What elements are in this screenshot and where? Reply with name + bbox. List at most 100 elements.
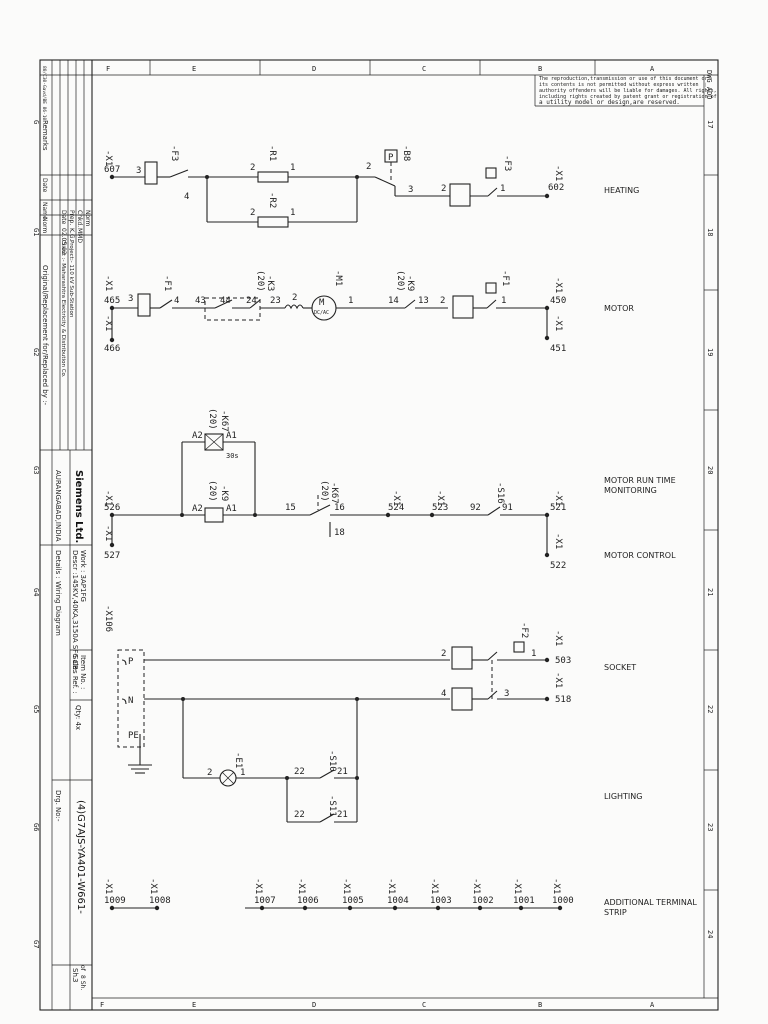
chkd-value: MMD [76,228,83,243]
section-label-motor-control: MOTOR CONTROL [604,551,676,560]
col-marker: F [100,1001,104,1009]
terminal-number: 450 [550,296,566,306]
strip-terminal-number: 1008 [149,896,171,906]
strip-terminal [518,905,524,911]
terminal-label: -X1 [553,277,563,293]
component-label: -X106 [103,605,113,632]
pin-label: A1 [226,431,237,441]
col-marker: F [106,65,110,73]
terminal-number: 522 [550,561,566,571]
terminal [544,193,550,199]
k3-auxiliary-box [204,297,261,321]
row-marker: 23 [706,823,714,831]
component-label: -R1 [267,145,277,161]
pin-label: 4 [174,296,179,306]
company-city: AURANGABAD,INDIA [54,470,62,542]
strip-terminal-label: -X1 [296,878,306,894]
strip-terminal-number: 1000 [552,896,574,906]
strip-terminal [109,905,115,911]
strip-terminal [435,905,441,911]
strip-terminal-number: 1007 [254,896,276,906]
item-no: Item No. : [79,655,87,689]
outer-frame [39,59,719,1011]
section-label-heating: HEATING [604,186,639,195]
motor-circuit: -X1 465 -X1 466 3 -F1 4 43 44 24 23 (20)… [103,270,634,354]
pin-label: A1 [226,504,237,514]
component-label: (20) [255,270,265,292]
sheet-label: Sh. [71,968,79,979]
component-label: -K67 [219,410,229,432]
pin-label: 2 [440,296,445,306]
strip-terminal-label: -X1 [386,878,396,894]
col-marker: E [192,1001,196,1009]
pin-label: 16 [334,503,345,513]
original-replacement: Original/Replacement for/Replaced by :- [41,265,49,405]
component-label: (20) [395,270,405,292]
motor-run-circuit: A2 A1 30s (20) -K67 -X1 526 -X1 527 A2 A… [103,408,676,571]
component-label: -K9 [405,275,415,291]
col-marker: D [312,1001,316,1009]
pin-label: 18 [334,528,345,538]
pin-label: 1 [531,649,536,659]
contact [169,169,189,178]
row-marker: G4 [32,588,40,596]
pin-label: P [128,657,134,667]
strip-terminal-number: 1005 [342,896,364,906]
terminal-label: -X1 [553,533,563,549]
strip-terminal [259,905,265,911]
pin-label: 2 [250,163,255,173]
pin-label: 92 [470,503,481,513]
terminal-label: -X1 [391,490,401,506]
strip-terminal-number: 1003 [430,896,452,906]
component-label: (20) [207,480,217,502]
rev-name-label: Name [41,202,48,220]
pin-label: 91 [502,503,513,513]
col-marker: C [422,65,426,73]
notice-line: including rights created by patent grant… [539,94,717,100]
strip-terminal-label: -X1 [253,878,263,894]
motor-type: DC/AC [314,310,329,316]
terminal-number: 524 [388,503,404,513]
row-marker: 21 [706,588,714,596]
pin-label: A2 [192,431,203,441]
pin-label: 2 [441,649,446,659]
sheet-number: 3 [71,978,79,982]
pin-label: 43 [195,296,206,306]
pin-label: 14 [388,296,399,306]
terminal-number: 521 [550,503,566,513]
component-label: -S11 [327,795,337,817]
pin-label: 3 [504,689,509,699]
timer-value: 30s [226,452,239,460]
breaker-f1-contact [452,295,474,319]
pin-label: P [388,153,394,163]
strip-terminal-number: 1006 [297,896,319,906]
motor-symbol: M [319,298,325,308]
component-label: -F3 [169,145,179,161]
motor-field-winding [284,304,304,310]
strip-terminal-number: 1002 [472,896,494,906]
pin-label: 24 [246,296,257,306]
notice-line: a utility model or design,are reserved. [539,99,680,106]
strip-terminal-label: -X1 [551,878,561,894]
total-sheets: 8 Sh. [79,975,86,990]
col-marker: A [650,1001,655,1009]
row-marker: G6 [32,823,40,831]
section-label-motor-run: MOTOR RUN TIME [604,476,676,485]
resistor-r1 [257,171,289,183]
pin-label: 21 [337,810,348,820]
terminal-number: 465 [104,296,120,306]
breaker-f3-contact [449,183,471,207]
pin-label: 2 [250,208,255,218]
pin-label: 13 [418,296,429,306]
pin-label: PE [128,731,139,741]
sales-ref: Sales Ref. : [71,655,79,693]
col-marker: B [538,1001,542,1009]
terminal-strip: -X11009-X11008-X11007-X11006-X11005-X110… [103,878,697,917]
row-marker: G3 [32,466,40,474]
strip-terminal [392,905,398,911]
top-column-markers: F E D C B A [106,60,655,75]
pin-label: 2 [207,768,212,778]
section-label-lighting: LIGHTING [604,792,642,801]
socket-x106 [117,649,145,748]
